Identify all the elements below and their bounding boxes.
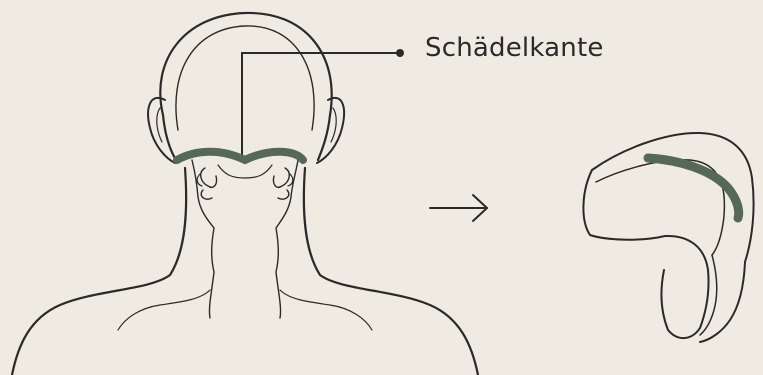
left-shoulder bbox=[12, 168, 186, 375]
right-shoulder bbox=[304, 168, 478, 375]
skull-inner-outline bbox=[176, 26, 314, 130]
skull-edge-highlight bbox=[177, 152, 303, 160]
right-arrow-icon bbox=[430, 195, 487, 221]
callout-pointer bbox=[242, 49, 404, 155]
neck-right-contour bbox=[276, 160, 298, 318]
callout-dot bbox=[396, 49, 404, 57]
neck-left-contour bbox=[192, 160, 214, 318]
skull-outline bbox=[160, 13, 331, 160]
head-back-figure bbox=[12, 13, 478, 375]
skull-edge-label: Schädelkante bbox=[425, 33, 604, 63]
